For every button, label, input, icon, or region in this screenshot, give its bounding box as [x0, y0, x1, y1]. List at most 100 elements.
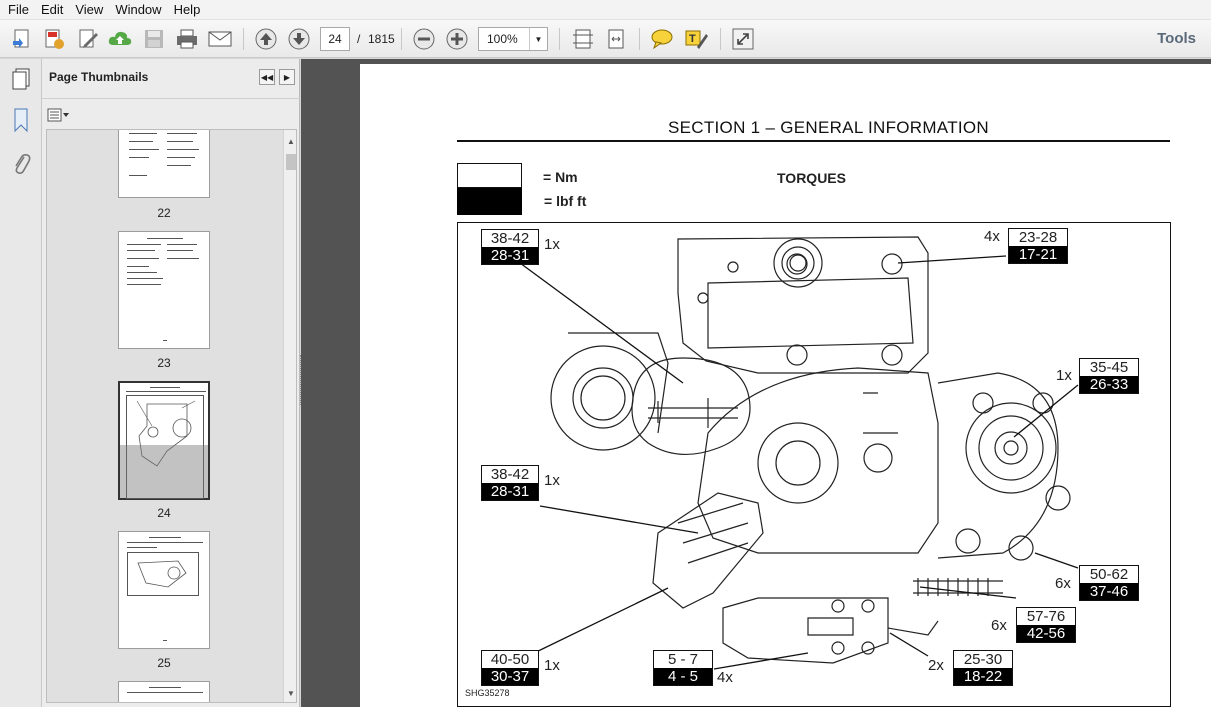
thumbnail-page[interactable]	[118, 681, 210, 702]
legend-lbf-swatch	[457, 188, 522, 215]
scrollbar-thumb[interactable]	[286, 154, 296, 170]
thumbnail-page[interactable]	[118, 231, 210, 349]
create-icon[interactable]	[8, 25, 36, 53]
next-page-icon[interactable]	[286, 25, 312, 53]
thumbnail-page-selected[interactable]	[118, 381, 210, 500]
callout-qty: 4x	[984, 228, 1000, 245]
zoom-value: 100%	[487, 32, 518, 46]
callout-lbf: 28-31	[482, 247, 538, 264]
collapse-panel-icon[interactable]: ◀◀	[259, 69, 275, 85]
torque-diagram: 38-42 28-31 1x 4x 23-28 17-21 1x 35-45	[457, 222, 1171, 707]
callout-nm: 23-28	[1009, 229, 1067, 246]
zoom-select[interactable]: 100% ▼	[478, 27, 548, 51]
toolbar-separator	[559, 28, 560, 50]
callout-qty: 1x	[544, 657, 560, 674]
pdf-settings-icon[interactable]	[40, 25, 68, 53]
attachment-icon[interactable]	[8, 151, 34, 177]
callout-nm: 35-45	[1080, 359, 1138, 376]
panel-splitter[interactable]	[300, 355, 302, 405]
callout-lbf: 28-31	[482, 483, 538, 500]
callout-lbf: 37-46	[1080, 583, 1138, 600]
thumbnail-page[interactable]	[118, 130, 210, 198]
highlight-icon[interactable]: T	[682, 25, 710, 53]
toolbar-separator	[243, 28, 244, 50]
callout-nm: 38-42	[482, 230, 538, 247]
callout-nm: 38-42	[482, 466, 538, 483]
visible-area-overlay[interactable]	[120, 445, 208, 498]
svg-text:T: T	[689, 33, 696, 45]
page-thumbnails-icon[interactable]	[8, 66, 34, 92]
callout-qty: 1x	[544, 472, 560, 489]
page-separator: /	[357, 32, 361, 46]
thumbnail-label: 25	[157, 656, 171, 670]
callout-qty: 2x	[928, 657, 944, 674]
panel-header: Page Thumbnails ◀◀ ▶	[42, 59, 300, 99]
callout-qty: 6x	[991, 617, 1007, 634]
thumbnail-label: 24	[157, 506, 171, 520]
fit-page-icon[interactable]	[569, 25, 597, 53]
torque-callout: 6x 50-62 37-46	[1055, 565, 1139, 601]
pdf-page: SECTION 1 – GENERAL INFORMATION = Nm = l…	[360, 64, 1211, 707]
figure-code: SHG35278	[465, 688, 510, 698]
callout-qty: 1x	[544, 236, 560, 253]
toolbar-separator	[720, 28, 721, 50]
thumbnail-options-menu[interactable]	[47, 106, 73, 124]
menu-window[interactable]: Window	[115, 1, 162, 17]
torques-heading: TORQUES	[777, 170, 846, 186]
scroll-down-icon[interactable]: ▼	[287, 688, 295, 698]
page-number-input[interactable]: 24	[320, 27, 350, 51]
zoom-out-icon[interactable]	[411, 25, 437, 53]
bookmark-icon[interactable]	[8, 107, 34, 133]
fullscreen-icon[interactable]	[729, 25, 757, 53]
torque-callout: 38-42 28-31 1x	[481, 465, 560, 501]
callout-lbf: 4 - 5	[654, 668, 712, 685]
tools-button[interactable]: Tools	[1157, 30, 1196, 47]
callout-lbf: 42-56	[1017, 625, 1075, 642]
torque-callout: 4x 23-28 17-21	[984, 228, 1068, 264]
expand-panel-icon[interactable]: ▶	[279, 69, 295, 85]
callout-nm: 57-76	[1017, 608, 1075, 625]
transmission-drawing	[519, 236, 1079, 670]
section-title: SECTION 1 – GENERAL INFORMATION	[667, 118, 989, 137]
callout-nm: 50-62	[1080, 566, 1138, 583]
toolbar-separator	[639, 28, 640, 50]
callout-nm: 5 - 7	[654, 651, 712, 668]
callout-qty: 6x	[1055, 575, 1071, 592]
callout-lbf: 30-37	[482, 668, 538, 685]
navigation-pane-strip	[0, 59, 42, 707]
edit-icon[interactable]	[74, 25, 102, 53]
callout-nm: 25-30	[954, 651, 1012, 668]
torque-callout: 40-50 30-37 1x	[481, 650, 560, 686]
torque-callout: 38-42 28-31 1x	[481, 229, 560, 265]
fit-width-icon[interactable]	[602, 25, 630, 53]
thumbnail-page[interactable]	[118, 531, 210, 649]
print-icon[interactable]	[173, 25, 201, 53]
menu-help[interactable]: Help	[173, 1, 201, 17]
page-total: 1815	[368, 32, 395, 46]
panel-title: Page Thumbnails	[49, 70, 149, 84]
toolbar-separator	[401, 28, 402, 50]
thumbnails-panel: Page Thumbnails ◀◀ ▶ 22	[42, 59, 300, 707]
thumbnail-list: 22 23	[46, 129, 297, 703]
thumbnail-scrollbar[interactable]: ▲ ▼	[283, 130, 296, 702]
menu-file[interactable]: File	[8, 1, 29, 17]
callout-lbf: 17-21	[1009, 246, 1067, 263]
zoom-in-icon[interactable]	[444, 25, 470, 53]
torque-callout: 1x 35-45 26-33	[1056, 358, 1139, 394]
upload-icon[interactable]	[106, 25, 134, 53]
thumbnail-drawing	[126, 395, 204, 499]
thumbnail-label: 23	[157, 356, 171, 370]
save-icon[interactable]	[141, 25, 167, 53]
callout-nm: 40-50	[482, 651, 538, 668]
scroll-up-icon[interactable]: ▲	[287, 136, 295, 146]
comment-icon[interactable]	[648, 25, 676, 53]
prev-page-icon[interactable]	[253, 25, 279, 53]
legend-nm-label: = Nm	[543, 169, 578, 185]
menu-edit[interactable]: Edit	[40, 1, 64, 17]
menu-bar: File Edit View Window Help	[0, 0, 1211, 20]
email-icon[interactable]	[206, 25, 234, 53]
chevron-down-icon[interactable]: ▼	[529, 28, 547, 50]
torque-callout: 5 - 7 4 - 5 4x	[653, 650, 733, 686]
menu-view[interactable]: View	[75, 1, 104, 17]
